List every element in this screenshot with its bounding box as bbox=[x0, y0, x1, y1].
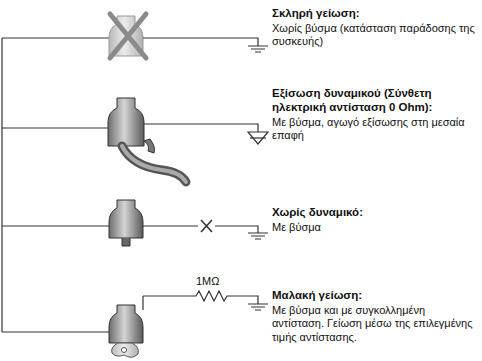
label-body: Χωρίς βύσμα (κατάσταση παράδοσης της συσ… bbox=[272, 22, 477, 49]
label-heading: Χωρίς δυναμικό: bbox=[272, 205, 477, 219]
label-heading: Σκληρή γείωση: bbox=[272, 6, 477, 20]
label-body: Με βύσμα, αγωγό εξίσωσης στη μεσαία επαφ… bbox=[272, 116, 477, 143]
plug-crossed bbox=[109, 14, 268, 58]
label-body: Με βύσμα και με συγκολλημένη αντίσταση. … bbox=[272, 304, 477, 344]
plug-resistor bbox=[109, 291, 268, 357]
plug-no-potential bbox=[109, 200, 268, 246]
plug-equalisation bbox=[108, 98, 268, 182]
label-heading: Μαλακή γείωση: bbox=[272, 288, 477, 302]
label-body: Με βύσμα bbox=[272, 221, 477, 234]
bus-wires bbox=[2, 38, 112, 332]
resistor-value: 1MΩ bbox=[196, 275, 220, 288]
label-heading: Εξίσωση δυναμικού (Σύνθετη ηλεκτρική αντ… bbox=[272, 86, 477, 114]
